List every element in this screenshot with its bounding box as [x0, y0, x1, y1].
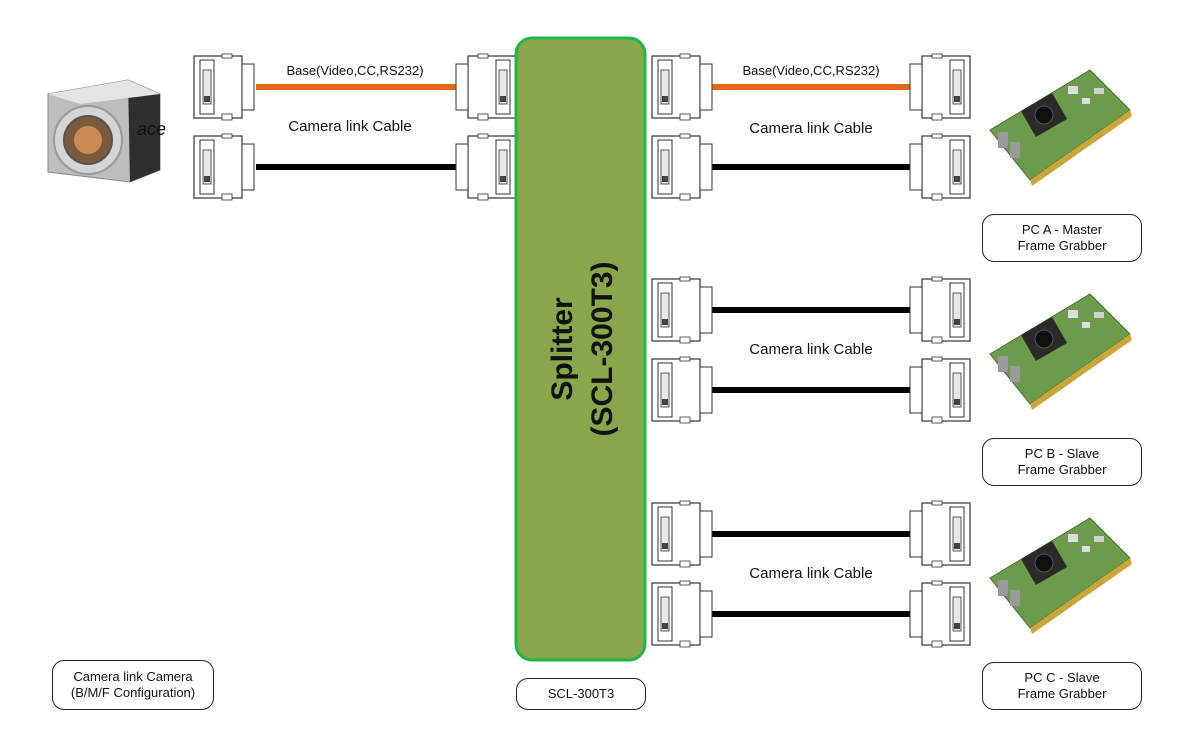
- camera-connector-1: [193, 53, 255, 121]
- cable-label-pc-a: Camera link Cable: [749, 120, 872, 137]
- splitter-caption-text: SCL-300T3: [547, 686, 615, 701]
- pc-c-caption: PC C - Slave Frame Grabber: [982, 662, 1142, 710]
- splitter-title: Splitter: [546, 297, 579, 401]
- splitter-out-a-1: [651, 53, 713, 121]
- pc-b-card-image: [989, 293, 1133, 411]
- pc-a-connector-2: [909, 133, 971, 201]
- pc-b-caption-line2: Frame Grabber: [1017, 462, 1107, 477]
- camera-caption-line2: (B/M/F Configuration): [70, 685, 196, 700]
- cable-label-camera: Camera link Cable: [288, 118, 411, 135]
- splitter-box: [514, 36, 647, 662]
- splitter-caption: SCL-300T3: [516, 678, 646, 710]
- pc-a-card-image: [989, 69, 1133, 187]
- pc-a-caption-line2: Frame Grabber: [1017, 238, 1107, 253]
- base-label-camera: Base(Video,CC,RS232): [286, 63, 423, 78]
- pc-c-card-image: [989, 517, 1133, 635]
- base-label-pc-a: Base(Video,CC,RS232): [742, 63, 879, 78]
- splitter-out-b-1: [651, 276, 713, 344]
- splitter-out-c-2: [651, 580, 713, 648]
- pc-a-caption-line1: PC A - Master: [1021, 222, 1103, 237]
- pc-c-connector-2: [909, 580, 971, 648]
- pc-b-connector-1: [909, 276, 971, 344]
- splitter-out-a-2: [651, 133, 713, 201]
- splitter-model: (SCL-300T3): [586, 261, 619, 436]
- pc-a-connector-1: [909, 53, 971, 121]
- cable-label-pc-b: Camera link Cable: [749, 341, 872, 358]
- pc-b-caption-line1: PC B - Slave: [1024, 446, 1100, 461]
- pc-b-connector-2: [909, 356, 971, 424]
- camera-brand-logo: ace: [137, 119, 166, 139]
- splitter-in-connector-1: [455, 53, 517, 121]
- splitter-out-b-2: [651, 356, 713, 424]
- pc-a-caption: PC A - Master Frame Grabber: [982, 214, 1142, 262]
- pc-c-caption-line1: PC C - Slave: [1024, 670, 1100, 685]
- pc-c-connector-1: [909, 500, 971, 568]
- camera-caption: Camera link Camera (B/M/F Configuration): [52, 660, 214, 710]
- pc-b-caption: PC B - Slave Frame Grabber: [982, 438, 1142, 486]
- pc-c-caption-line2: Frame Grabber: [1017, 686, 1107, 701]
- camera-caption-line1: Camera link Camera: [73, 669, 193, 684]
- cable-label-pc-c: Camera link Cable: [749, 565, 872, 582]
- camera-image: ace: [47, 79, 166, 183]
- camera-connector-2: [193, 133, 255, 201]
- splitter-out-c-1: [651, 500, 713, 568]
- splitter-in-connector-2: [455, 133, 517, 201]
